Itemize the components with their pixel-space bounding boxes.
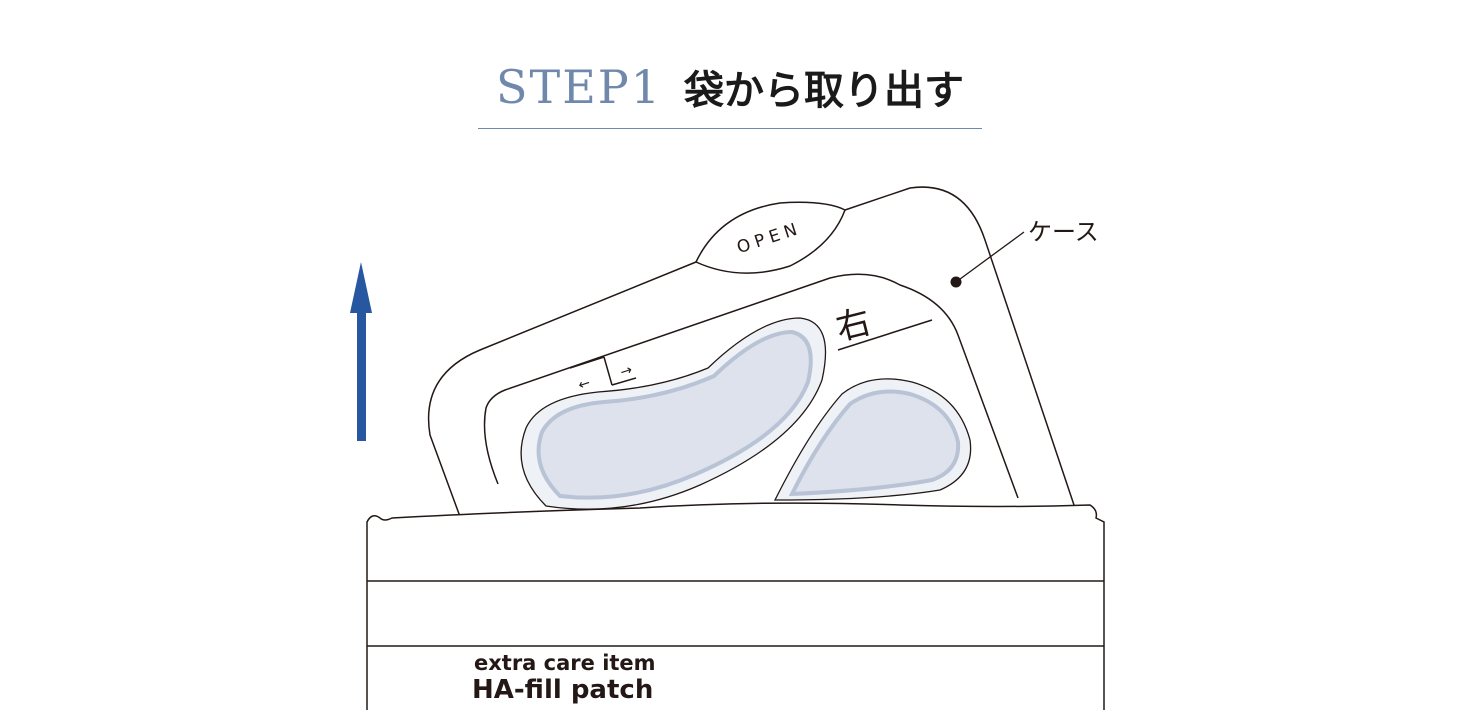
patch-left <box>520 317 827 510</box>
bag <box>366 502 1105 710</box>
case-label: ケース <box>1028 218 1099 246</box>
patch-right <box>773 378 972 501</box>
step-title: 袋から取り出す <box>684 68 964 114</box>
arrow-left-label: ← <box>576 375 592 394</box>
step-header: STEP1 袋から取り出す <box>478 58 982 129</box>
case-notch <box>569 356 637 386</box>
step-label: STEP1 <box>496 60 662 114</box>
pull-up-arrow-icon <box>350 262 372 441</box>
arrow-right-label: → <box>618 362 634 381</box>
product-subtitle: extra care item <box>474 651 656 675</box>
bag-top-edge <box>366 502 1105 710</box>
open-tab <box>695 209 846 274</box>
case-callout <box>950 231 1025 288</box>
case-divider <box>837 319 933 351</box>
product-name: HA-fill patch <box>472 675 653 705</box>
case-inner-tray <box>483 273 1019 499</box>
